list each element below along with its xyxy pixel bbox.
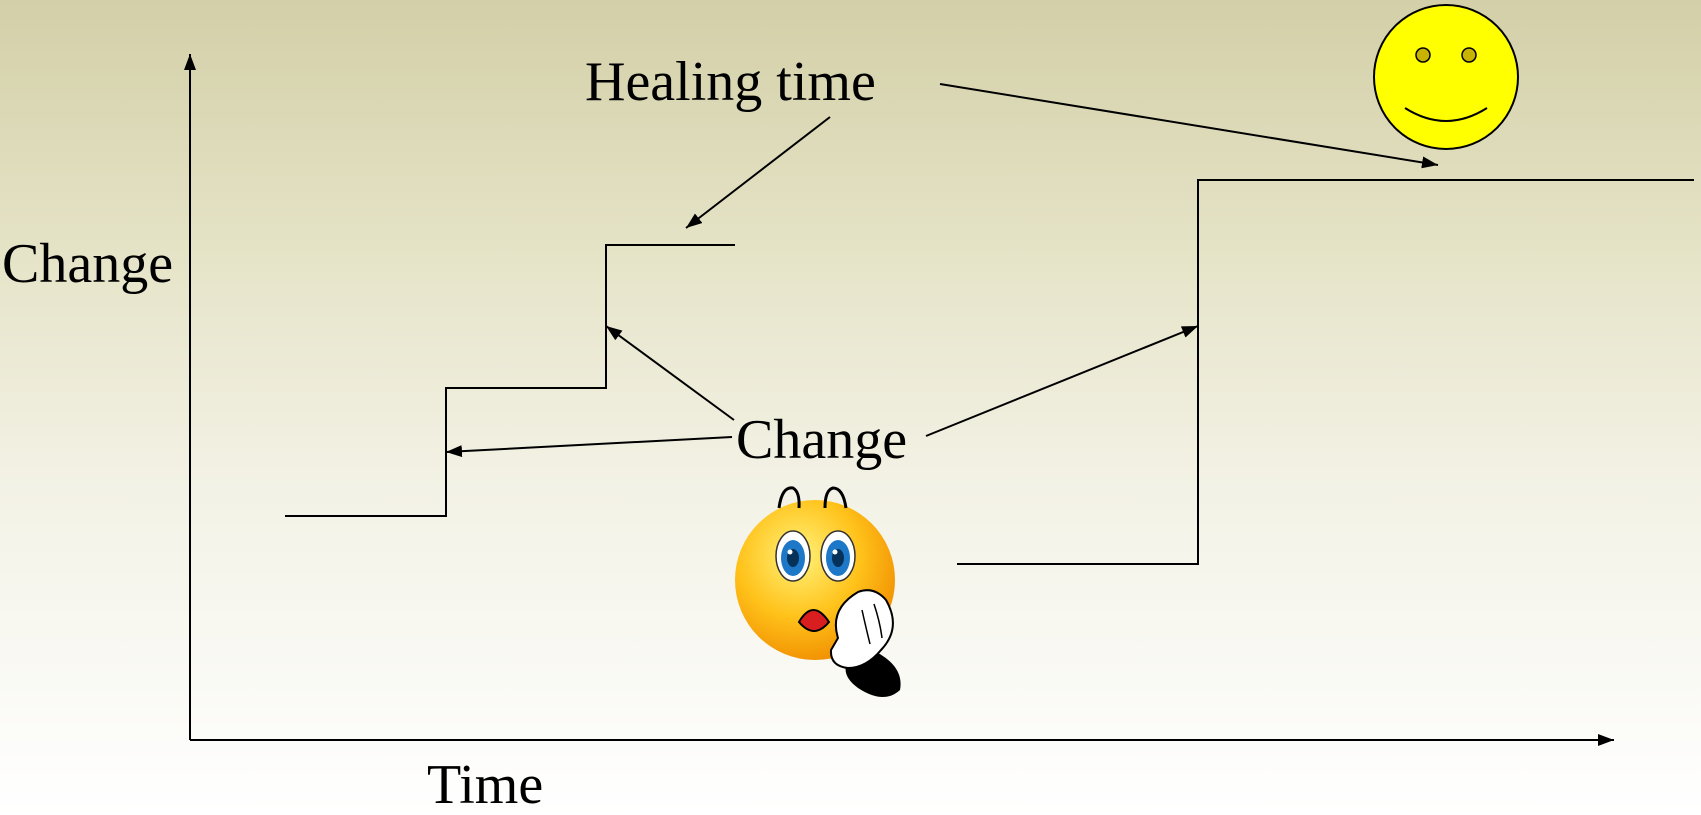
smiley-right-eye [1461, 47, 1477, 63]
smiley-mouth [1404, 107, 1488, 122]
change-arrow-second-step [605, 325, 735, 421]
x-axis-label: Time [427, 754, 543, 815]
worried-face-icon [735, 486, 901, 698]
worried-hand [829, 589, 894, 670]
happy-smiley-icon [1373, 4, 1519, 150]
worried-left-eyebrow [777, 486, 801, 509]
healing-time-label: Healing time [585, 51, 876, 113]
healing-arrow-left [685, 116, 831, 229]
change-label: Change [736, 409, 907, 471]
healing-arrow-right [939, 83, 1439, 169]
left-step-line [285, 244, 735, 517]
smiley-left-eye [1415, 47, 1431, 63]
right-step-line [957, 179, 1694, 565]
change-arrow-right-step [925, 325, 1199, 437]
worried-right-eyebrow [823, 486, 848, 509]
worried-mouth [797, 609, 831, 632]
y-axis-label: Change [2, 233, 173, 295]
change-arrow-first-step [445, 436, 733, 458]
